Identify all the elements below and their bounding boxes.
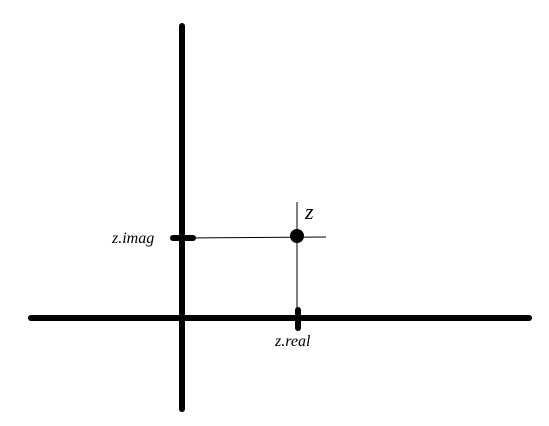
real-label: z.real (274, 333, 311, 350)
imag-label: z.imag (111, 230, 154, 247)
point-z (290, 229, 304, 243)
point-z-label: z (304, 199, 314, 224)
